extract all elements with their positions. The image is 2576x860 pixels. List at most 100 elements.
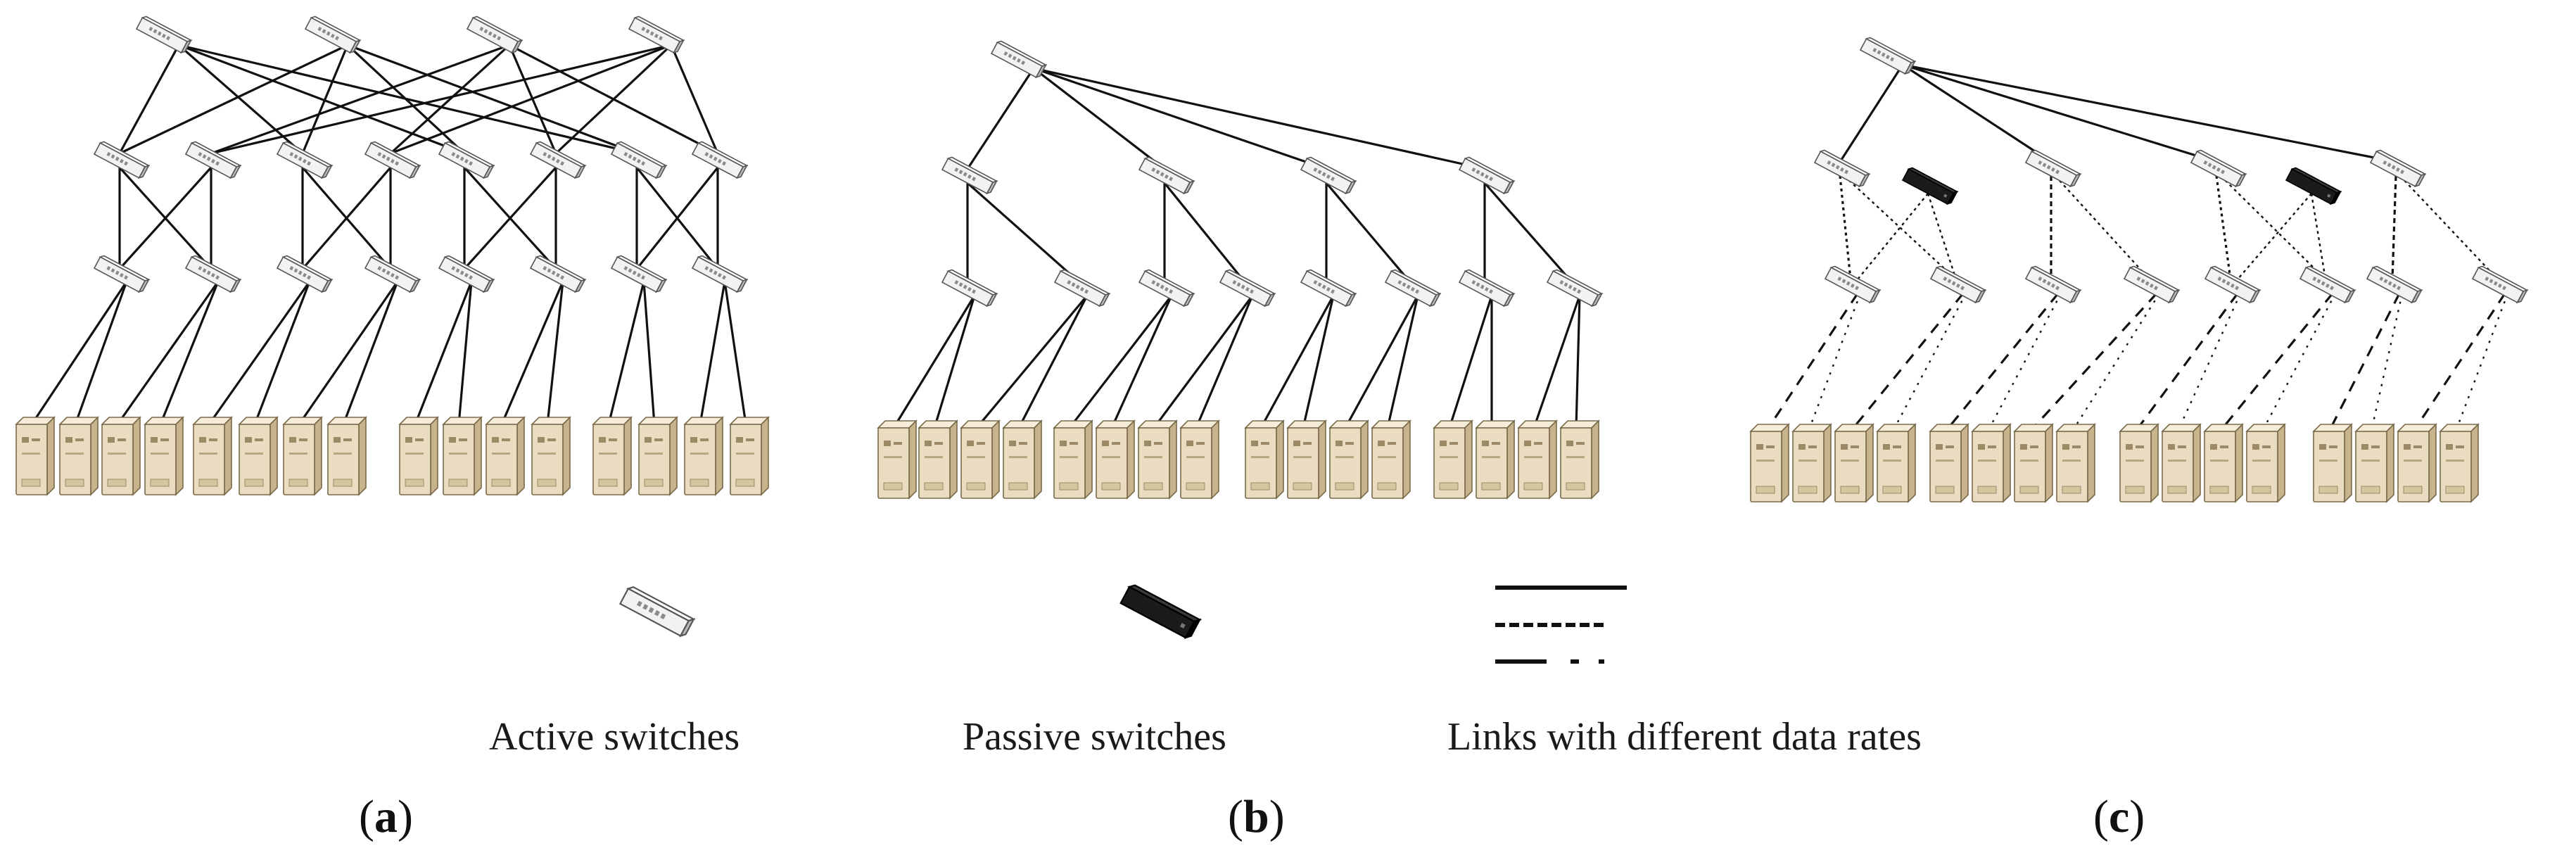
edge-switch: [2366, 265, 2423, 304]
legend-passive-label: Passive switches: [963, 715, 1226, 759]
core-agg-link: [177, 44, 304, 155]
edge-switch: [1824, 265, 1882, 304]
core-agg-link: [346, 44, 466, 155]
server-icon: [1791, 423, 1832, 503]
server-icon: [1371, 419, 1411, 500]
server-icon: [2245, 423, 2286, 503]
agg-edge-link: [2055, 175, 2150, 280]
agg-edge-link: [1844, 175, 1957, 280]
core-switch: [466, 15, 524, 54]
edge-switch: [93, 255, 151, 293]
core-agg-link: [554, 44, 673, 155]
server-icon: [144, 416, 184, 496]
edge-switch: [941, 269, 998, 308]
agg-edge-link: [1483, 182, 1574, 284]
legend-active-switch-icon: [618, 586, 696, 638]
core-agg-link: [966, 68, 1035, 170]
server-icon: [1517, 419, 1558, 500]
server-icon: [101, 416, 141, 496]
edge-server-link: [1153, 295, 1254, 429]
aggregation-switch: [2190, 149, 2247, 188]
legend-active-label: Active switches: [489, 715, 740, 759]
edge-server-link: [2412, 293, 2506, 432]
edge-server-link: [30, 281, 128, 425]
legend-passive-switch-icon: [1119, 584, 1203, 639]
edge-server-link: [2261, 293, 2337, 432]
edge-server-link: [1986, 293, 2062, 432]
edge-switch: [364, 255, 421, 293]
edge-switch: [1300, 269, 1357, 308]
edge-server-link: [1891, 293, 1967, 432]
server-icon: [1876, 423, 1917, 503]
edge-server-link: [699, 281, 726, 425]
aggregation-switch: [2024, 149, 2082, 188]
server-icon: [960, 419, 1001, 500]
edge-server-link: [1195, 295, 1254, 429]
edge-server-link: [74, 281, 128, 425]
edge-server-link: [546, 281, 564, 425]
aggregation-switch: [1138, 156, 1195, 195]
edge-switch: [2471, 265, 2529, 304]
aggregation-switch: [93, 141, 151, 179]
edge-switch: [184, 255, 242, 293]
edge-server-link: [642, 281, 656, 425]
core-agg-link: [118, 44, 180, 154]
server-icon: [1244, 419, 1285, 500]
server-icon: [1929, 423, 1969, 503]
aggregation-switch: [610, 141, 668, 179]
agg-edge-link: [2399, 175, 2499, 280]
core-agg-link: [210, 44, 672, 155]
panel-b-label: (b): [1228, 791, 1285, 842]
edge-server-link: [1944, 292, 2060, 433]
server-icon: [238, 416, 279, 496]
aggregation-switch: [691, 141, 749, 179]
aggregation-switch: [438, 141, 495, 179]
agg-edge-link: [2215, 175, 2232, 280]
edge-server-link: [500, 281, 564, 425]
edge-server-link: [1068, 295, 1173, 429]
edge-server-link: [1807, 293, 1862, 432]
aggregation-switch: [184, 141, 242, 179]
server-icon: [1433, 419, 1473, 500]
core-agg-link: [1902, 63, 2217, 163]
aggregation-switch: [276, 141, 334, 179]
core-switch: [135, 15, 193, 54]
edge-server-link: [1448, 295, 1493, 429]
edge-switch: [2123, 265, 2181, 304]
edge-switch: [1458, 269, 1516, 308]
edge-switch: [1546, 269, 1604, 308]
server-icon: [683, 416, 724, 496]
edge-switch: [1138, 269, 1195, 308]
server-icon: [58, 416, 99, 496]
edge-server-link: [1344, 295, 1419, 429]
passive-switch: [2285, 167, 2342, 205]
core-agg-link: [1033, 67, 1165, 170]
server-icon: [1559, 419, 1600, 500]
aggregation-switch: [1300, 156, 1357, 195]
server-icon: [1749, 423, 1790, 503]
agg-edge-link: [635, 167, 719, 270]
server-icon: [2203, 423, 2244, 503]
core-switch: [628, 15, 685, 54]
edge-server-link: [607, 281, 645, 425]
passive-switch: [1901, 167, 1959, 205]
server-icon: [918, 419, 958, 500]
core-agg-link: [1902, 63, 2052, 163]
agg-edge-link: [463, 166, 557, 270]
server-icon: [326, 416, 367, 496]
panel-c-passive-tree: [1749, 37, 2529, 503]
server-icon: [442, 416, 483, 496]
edge-server-link: [1260, 295, 1335, 429]
edge-server-link: [1302, 295, 1335, 429]
agg-edge-link: [301, 166, 392, 270]
server-icon: [485, 416, 526, 496]
edge-server-link: [116, 281, 220, 425]
edge-server-link: [159, 281, 220, 425]
server-icon: [877, 419, 918, 500]
agg-edge-link: [1927, 193, 1958, 280]
edge-server-link: [1110, 295, 1173, 429]
edge-server-link: [208, 281, 311, 425]
panel-c-label: (c): [2093, 791, 2145, 842]
edge-server-link: [933, 295, 976, 429]
